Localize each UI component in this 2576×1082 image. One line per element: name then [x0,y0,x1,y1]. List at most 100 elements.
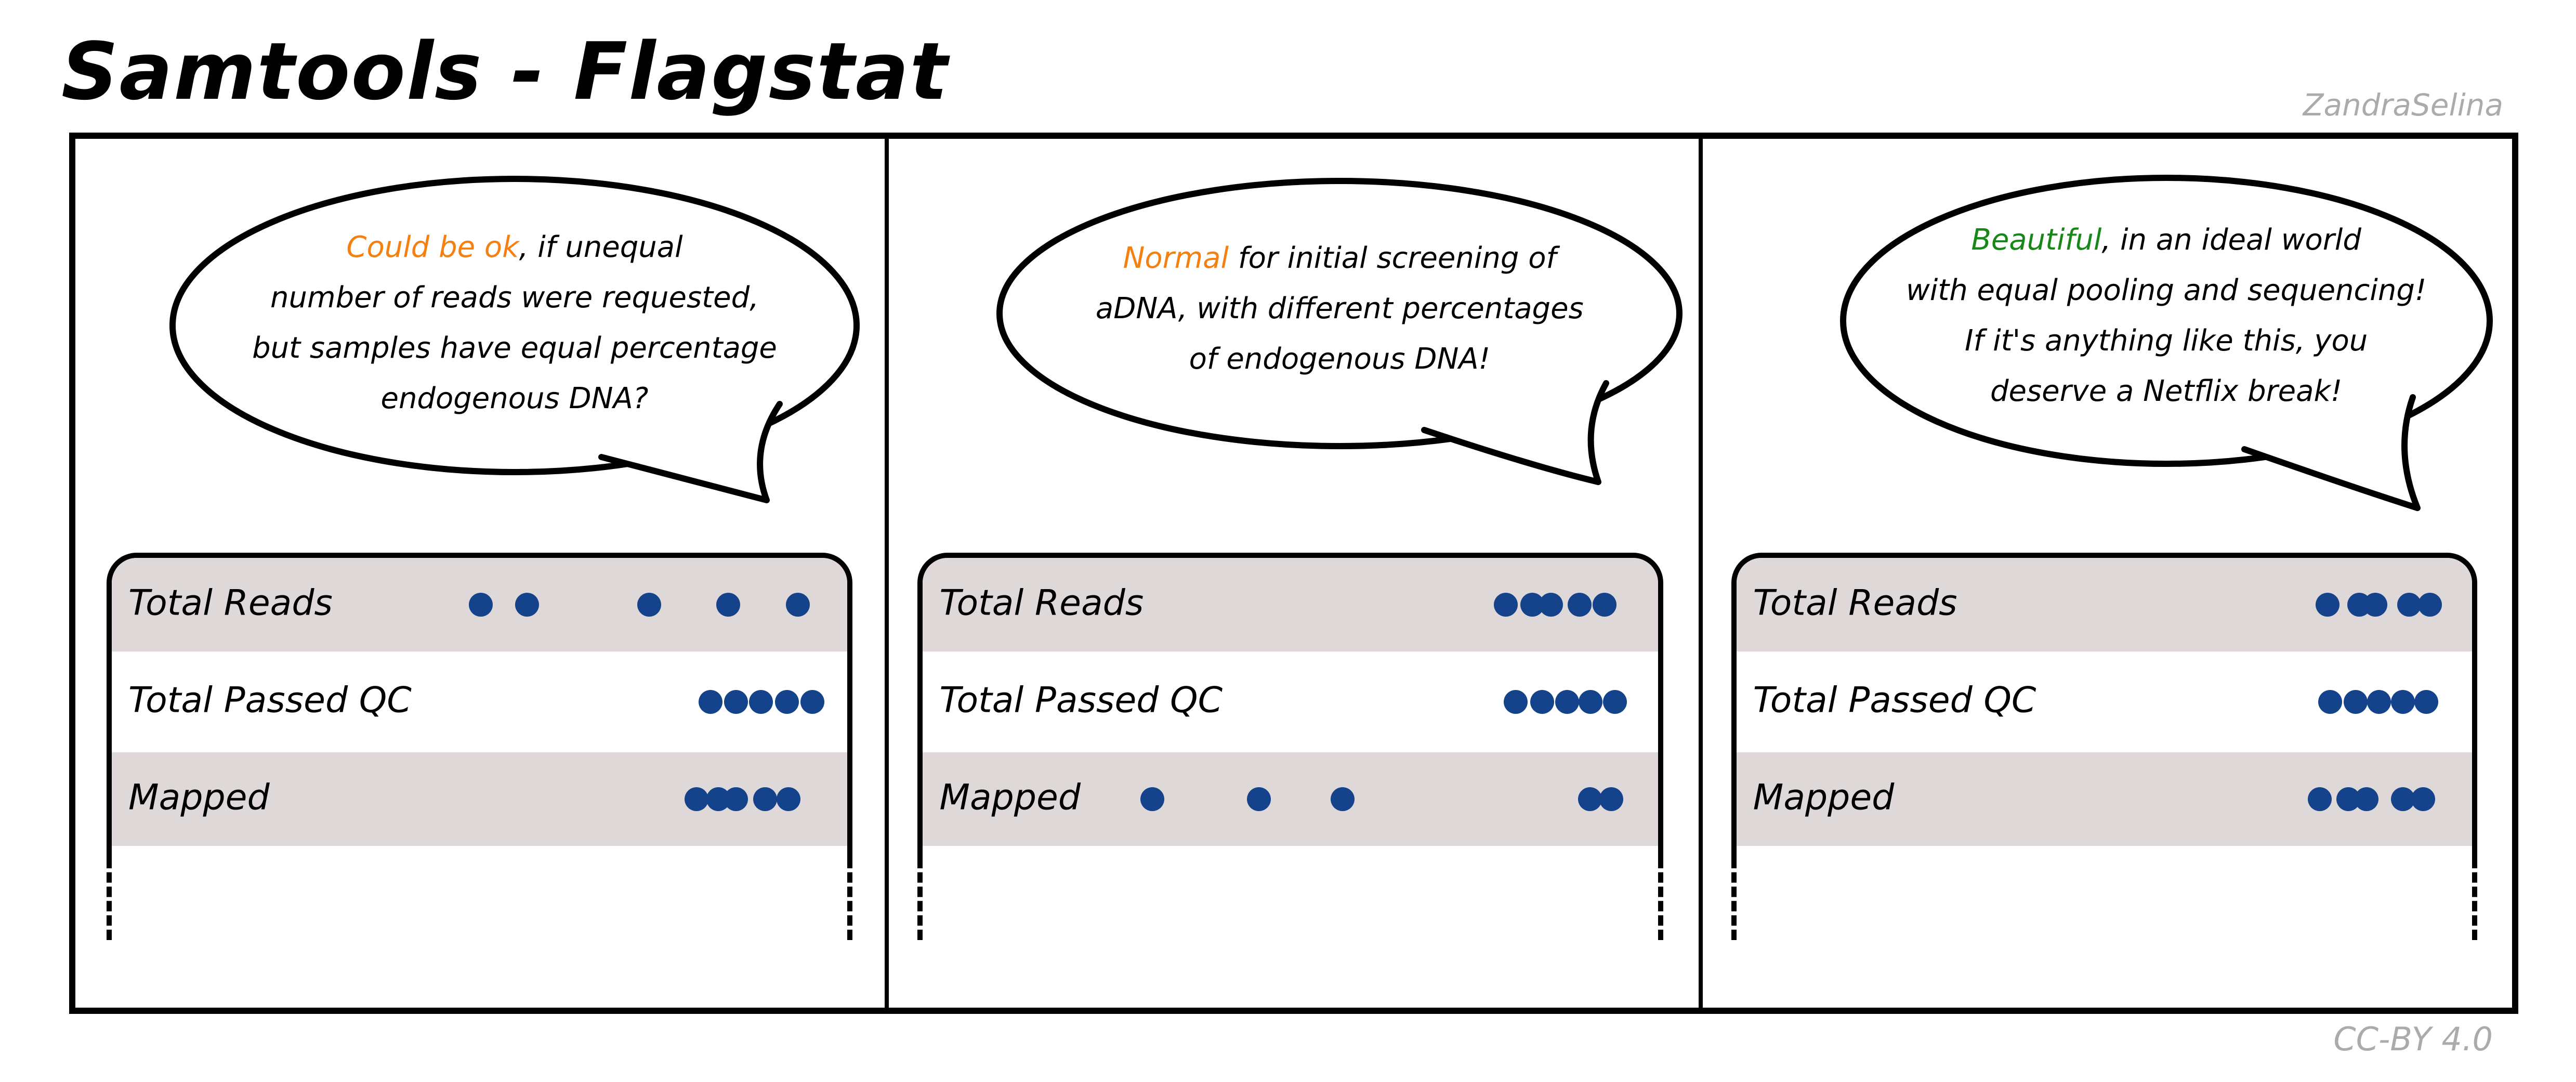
read-dot [2397,593,2422,617]
read-dot [2363,593,2388,617]
highlight-word: Normal [1123,241,1229,275]
comic-frame: Could be ok, if unequal number of reads w… [69,133,2518,1014]
read-dot [1140,787,1164,811]
read-dot [1567,593,1592,617]
page-title: Samtools - Flagstat [61,25,949,118]
bubble-word: If it's anything like this, you [1965,324,2368,358]
read-dot [2367,690,2391,714]
row-label: Total Passed QC [1753,680,2036,721]
bubble-word: number of reads were requested, [270,281,759,315]
table-row: Total Reads [1736,558,2472,651]
bubble-word: aDNA, with different percentages [1095,291,1584,325]
read-dot [800,690,825,714]
read-dot [776,787,800,811]
bubble-line: Beautiful, in an ideal world [1971,215,2361,265]
read-dot [1539,593,1563,617]
bubble-word: , if unequal [519,230,683,264]
bubble-line: If it's anything like this, you [1965,316,2368,366]
read-dot [786,593,810,617]
read-dot [637,593,662,617]
row-label: Mapped [128,777,270,818]
row-label: Total Passed QC [128,680,412,721]
bubble-word: with equal pooling and sequencing! [1905,273,2427,307]
bubble-word: , in an ideal world [2101,223,2361,257]
read-dot [2414,690,2438,714]
table-row: Mapped [1736,752,2472,846]
license-credit: CC-BY 4.0 [2333,1020,2493,1058]
table-continuation-dashes [917,858,1664,940]
table-row: Total Reads [112,558,847,651]
speech-bubble [996,178,1683,485]
panel-beautiful: Beautiful, in an ideal world with equal p… [1698,139,2512,1008]
table-row: Total Reads [923,558,1659,651]
speech-bubble [1839,175,2493,511]
read-dot [2318,690,2342,714]
row-label: Total Reads [939,582,1144,624]
table-row: Mapped [112,752,847,846]
row-label: Total Passed QC [939,680,1223,721]
highlight-word: Beautiful [1971,223,2102,257]
read-dot [749,690,773,714]
bubble-line: with equal pooling and sequencing! [1906,265,2426,316]
bubble-text: Could be ok, if unequal number of reads w… [192,187,837,459]
read-dot [1579,690,1603,714]
table-row: Mapped [923,752,1659,846]
read-dot [1494,593,1518,617]
table-row: Total Passed QC [112,651,847,752]
read-dot [515,593,540,617]
row-label: Mapped [939,777,1081,818]
read-dot [2316,593,2340,617]
highlight-word: Could be ok [346,230,519,264]
read-dot [774,690,799,714]
table-continuation-dashes [107,858,852,940]
bubble-line: deserve a Netflix break! [1990,366,2342,416]
bubble-word: deserve a Netflix break! [1990,374,2343,408]
read-dot [2307,787,2332,811]
read-dot [1599,787,1623,811]
panel-normal: Normal for initial screening of aDNA, wit… [885,139,1698,1008]
bubble-line: endogenous DNA? [380,373,648,424]
read-dot [1555,690,1579,714]
read-dot [1578,787,1602,811]
bubble-line: number of reads were requested, [270,272,759,323]
speech-bubble [169,176,860,503]
bubble-word: endogenous DNA? [380,382,649,415]
read-dot [2390,787,2415,811]
bubble-line: aDNA, with different percentages [1096,283,1584,334]
read-dot [1503,690,1528,714]
bubble-line: but samples have equal percentage [252,323,777,373]
read-dot [2390,690,2415,714]
read-dot [2418,593,2442,617]
bubble-word: for initial screening of [1229,241,1557,275]
row-label: Total Reads [1753,582,1957,624]
read-dot [1602,690,1627,714]
read-dot [1530,690,1554,714]
read-dot [716,593,740,617]
bubble-word: of endogenous DNA! [1189,342,1491,376]
read-dot [2355,787,2379,811]
bubble-text: Beautiful, in an ideal world with equal p… [1844,183,2489,448]
table-row: Total Passed QC [1737,651,2472,752]
read-dot [698,690,722,714]
row-label: Mapped [1753,777,1895,818]
bubble-line: Could be ok, if unequal [346,222,682,272]
read-dot [724,787,748,811]
row-label: Total Reads [128,582,333,624]
read-dot [1593,593,1617,617]
panel-could-be-ok: Could be ok, if unequal number of reads w… [75,139,885,1008]
read-dot [753,787,777,811]
table-continuation-dashes [1731,858,2477,940]
read-dot [2344,690,2368,714]
read-dot [684,787,708,811]
bubble-line: of endogenous DNA! [1189,334,1491,384]
bubble-text: Normal for initial screening of aDNA, wit… [1017,186,1662,431]
table-row: Total Passed QC [923,651,1658,752]
bubble-word: but samples have equal percentage [252,331,777,365]
artist-credit: ZandraSelina [2303,87,2503,123]
read-dot [469,593,493,617]
bubble-line: Normal for initial screening of [1123,233,1556,283]
read-dot [724,690,748,714]
